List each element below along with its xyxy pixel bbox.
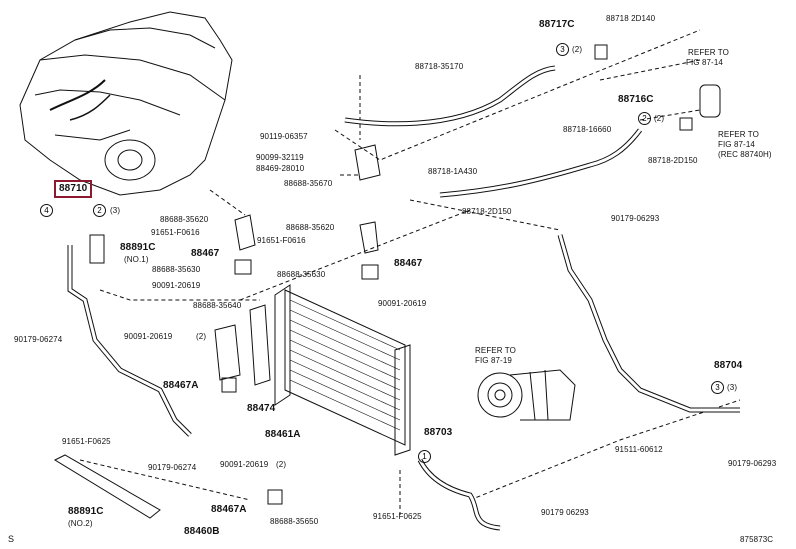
part-qty: (2) (276, 460, 287, 469)
ac-tube-upper (344, 65, 556, 127)
refer-note[interactable]: FIG 87-14 (686, 58, 723, 67)
refer-note[interactable]: REFER TO (688, 48, 729, 57)
part-label[interactable]: 88718-35170 (415, 62, 464, 71)
part-label[interactable]: 88717C (539, 19, 575, 30)
guide-lines (79, 29, 741, 515)
part-label[interactable]: 90179-06274 (14, 335, 63, 344)
callout-circle: 3 (556, 43, 569, 56)
part-label[interactable]: 90179-06293 (728, 459, 777, 468)
part-label[interactable]: 88467 (191, 248, 220, 259)
refer-note[interactable]: FIG 87-14 (718, 140, 755, 149)
part-label[interactable]: 88688-35640 (193, 301, 242, 310)
part-label[interactable]: 88718-1A430 (428, 167, 478, 176)
part-label[interactable]: 88718 2D140 (606, 14, 656, 23)
part-label[interactable]: 88703 (424, 427, 453, 438)
part-label[interactable]: (NO.2) (68, 519, 93, 528)
part-label[interactable]: (NO.1) (124, 255, 149, 264)
part-label[interactable]: 91651-F0616 (257, 236, 306, 245)
part-label[interactable]: 88718-16660 (563, 125, 612, 134)
part-label[interactable]: 90091-20619 (220, 460, 269, 469)
part-label[interactable]: 90119-06357 (260, 132, 308, 141)
part-label[interactable]: 88467A (211, 504, 247, 515)
part-label[interactable]: 88704 (714, 360, 743, 371)
callout-circle: 2 (93, 204, 106, 217)
callout-circle: 1 (418, 450, 431, 463)
part-label[interactable]: 88467A (163, 380, 199, 391)
part-label[interactable]: 88716C (618, 94, 654, 105)
part-label[interactable]: 91651-F0616 (151, 228, 200, 237)
part-label[interactable]: 90179 06293 (541, 508, 589, 517)
part-label[interactable]: 91651-F0625 (373, 512, 422, 521)
callout-qty: (2) (654, 114, 665, 123)
part-label[interactable]: 88688-35650 (270, 517, 319, 526)
strip-88891C-no2 (53, 454, 161, 519)
callout-qty: (3) (110, 206, 121, 215)
part-label[interactable]: 88688-35630 (152, 265, 201, 274)
callout-circle: 2 (638, 112, 651, 125)
part-label[interactable]: 88467 (394, 258, 423, 269)
refer-note[interactable]: FIG 87-19 (475, 356, 512, 365)
part-label[interactable]: 90179-06274 (148, 463, 197, 472)
refer-note-extra: (REC 88740H) (718, 150, 772, 159)
callout-circle: 3 (711, 381, 724, 394)
part-label[interactable]: 90091-20619 (152, 281, 201, 290)
corner-mark: S (8, 534, 15, 544)
figure-code: 875873C (740, 535, 774, 544)
hose-88703 (417, 458, 501, 531)
part-label[interactable]: 90091-20619 (378, 299, 427, 308)
callout-circle: 4 (40, 204, 53, 217)
part-88710-label[interactable]: 88710 (53, 180, 93, 198)
part-label[interactable]: 88688-35620 (286, 223, 335, 232)
part-label[interactable]: 88460B (184, 526, 220, 537)
part-label[interactable]: 88688-35630 (277, 270, 326, 279)
ac-tube-mid (439, 128, 642, 198)
compressor (477, 369, 576, 421)
callout-qty: (2) (572, 45, 583, 54)
part-label[interactable]: 88891C (68, 506, 104, 517)
part-label[interactable]: 88688-35620 (160, 215, 209, 224)
part-label[interactable]: 90179-06293 (611, 214, 660, 223)
part-label[interactable]: 88718-2D150 (648, 156, 698, 165)
callout-qty: (3) (727, 383, 738, 392)
part-label[interactable]: 91651-F0625 (62, 437, 111, 446)
part-label[interactable]: 90091-20619 (124, 332, 173, 341)
vehicle-outline (19, 11, 233, 196)
part-label[interactable]: 88718-2D150 (462, 207, 512, 216)
part-label[interactable]: 88469-28010 (256, 164, 305, 173)
part-label[interactable]: 88891C (120, 242, 156, 253)
refer-note[interactable]: REFER TO (718, 130, 759, 139)
part-qty: (2) (196, 332, 207, 341)
part-label[interactable]: 91511-60612 (615, 445, 663, 454)
refer-note[interactable]: REFER TO (475, 346, 516, 355)
part-label[interactable]: 90099-32119 (256, 153, 304, 162)
condenser-88461A (274, 284, 411, 456)
part-label[interactable]: 88688-35670 (284, 179, 333, 188)
part-label[interactable]: 88474 (247, 403, 276, 414)
part-label[interactable]: 88461A (265, 429, 301, 440)
